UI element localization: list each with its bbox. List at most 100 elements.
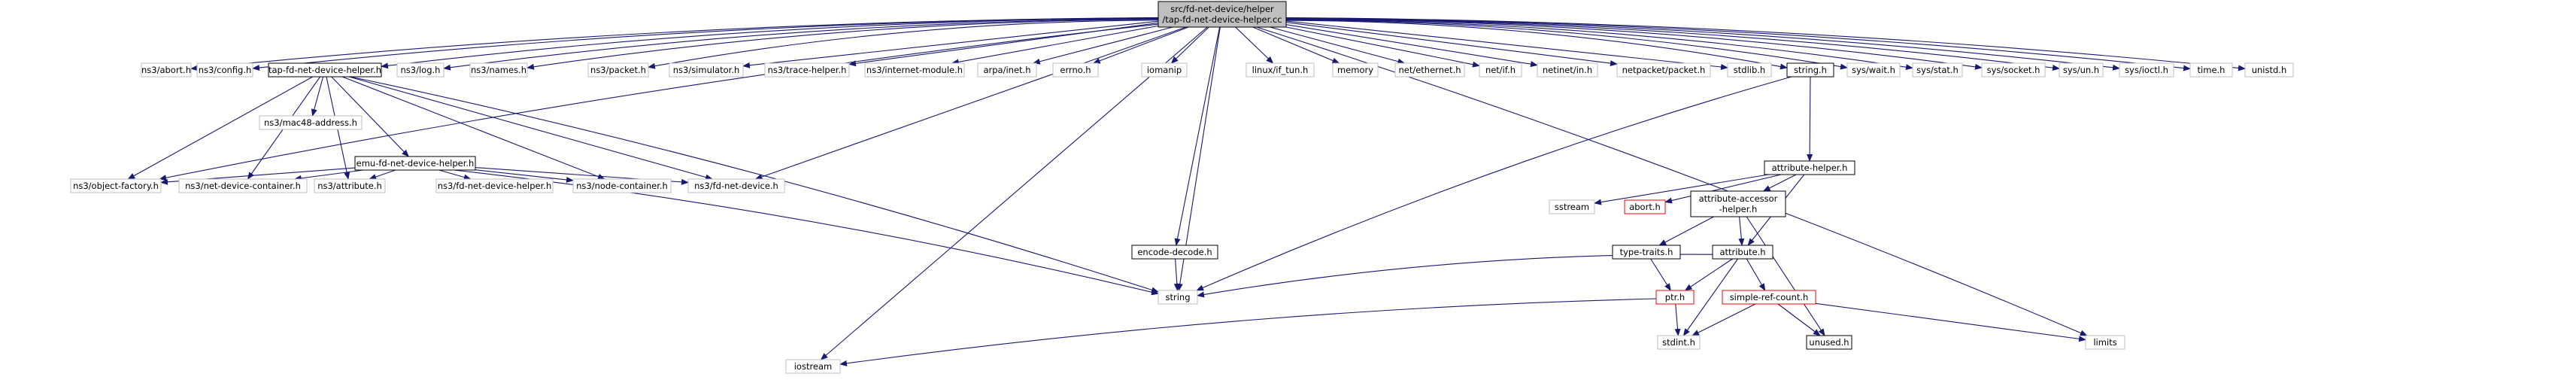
node-abort-h[interactable]: abort.h (1624, 199, 1666, 214)
node-ns3-object-factory: ns3/object-factory.h (70, 178, 162, 193)
node-stdint: stdint.h (1657, 335, 1701, 350)
node-iostream: iostream (785, 359, 841, 374)
node-attribute-helper[interactable]: attribute-helper.h (1764, 160, 1855, 175)
node-label: arpa/inet.h (983, 65, 1030, 75)
node-sys-ioctl: sys/ioctl.h (2119, 62, 2174, 77)
node-ns3-node-container: ns3/node-container.h (572, 178, 672, 193)
node-arpa-inet: arpa/inet.h (977, 62, 1037, 77)
node-label: /tap-fd-net-device-helper.cc (1162, 14, 1282, 25)
node-label: net/ethernet.h (1398, 65, 1461, 75)
node-label: stdlib.h (1734, 65, 1765, 75)
node-type-traits[interactable]: type-traits.h (1612, 245, 1681, 260)
node-label: stdint.h (1662, 337, 1695, 348)
node-root[interactable]: src/fd-net-device/helper/tap-fd-net-devi… (1158, 1, 1287, 28)
node-emu-helper[interactable]: emu-fd-net-device-helper.h (354, 156, 476, 171)
edge-tap_helper-to-ns3_node_container (341, 76, 605, 180)
node-ns3-abort: ns3/abort.h (141, 62, 192, 77)
node-label: errno.h (1060, 65, 1091, 75)
edge-tap_helper-to-emu_helper (331, 76, 409, 157)
edge-tap_helper-to-string (350, 76, 1159, 293)
edge-root-to-linux_if_tun (1235, 26, 1274, 64)
node-label: ns3/simulator.h (673, 65, 740, 75)
node-label: string.h (1794, 65, 1827, 75)
edge-simple_ref_count-to-limits (1815, 302, 2086, 342)
edge-attribute_h-to-simple_ref_count (1746, 258, 1766, 291)
edge-emu_helper-to-ns3_attribute (369, 169, 396, 180)
node-label: ns3/log.h (401, 65, 441, 75)
edge-tap_helper-to-ns3_mac48 (311, 76, 324, 117)
node-ns3-mac48: ns3/mac48-address.h (259, 115, 363, 130)
edge-emu_helper-to-ns3_net_device_container (293, 169, 364, 181)
node-netpacket-packet: netpacket/packet.h (1616, 62, 1711, 77)
edge-root-to-sys_socket (1285, 18, 1983, 70)
node-label: linux/if_tun.h (1252, 65, 1309, 75)
node-tap-helper[interactable]: tap-fd-net-device-helper.h (268, 62, 382, 77)
edge-root-to-unistd (1285, 17, 2246, 71)
edge-attribute_accessor_helper-to-unused (1746, 216, 1825, 336)
node-ns3-simulator: ns3/simulator.h (669, 62, 744, 77)
node-encode-decode[interactable]: encode-decode.h (1131, 245, 1218, 260)
node-label: sys/socket.h (1987, 65, 2040, 75)
node-label: sys/wait.h (1852, 65, 1895, 75)
node-label: ns3/attribute.h (317, 181, 382, 191)
node-ns3-trace-helper: ns3/trace-helper.h (764, 62, 850, 77)
edge-root-to-iomanip (1170, 26, 1209, 64)
node-label: abort.h (1629, 202, 1661, 212)
node-ptr[interactable]: ptr.h (1655, 290, 1695, 305)
node-sys-wait: sys/wait.h (1846, 62, 1901, 77)
edge-emu_helper-to-ns3_fd_helper (438, 169, 472, 181)
node-label: limits (2093, 337, 2116, 348)
node-label: ptr.h (1665, 292, 1685, 302)
node-ns3-fd-device: ns3/fd-net-device.h (687, 178, 785, 193)
edge-emu_helper-to-ns3_node_container (475, 169, 574, 183)
node-simple-ref-count[interactable]: simple-ref-count.h (1722, 290, 1816, 305)
node-attribute-h[interactable]: attribute.h (1712, 245, 1773, 260)
node-label: netinet/in.h (1543, 65, 1592, 75)
edge-attribute_h-to-stdint (1682, 258, 1739, 336)
node-net-ethernet: net/ethernet.h (1394, 62, 1465, 77)
edge-root-to-ns3_config (252, 17, 1159, 71)
node-label: ns3/node-container.h (576, 181, 668, 191)
edge-ptr-to-iostream (839, 298, 1657, 366)
edge-root-to-stdlib (1285, 20, 1728, 70)
node-stdlib: stdlib.h (1727, 62, 1772, 77)
node-netinet-in: netinet/in.h (1537, 62, 1598, 77)
node-string-h[interactable]: string.h (1786, 62, 1834, 77)
node-label: src/fd-net-device/helper (1170, 4, 1274, 14)
edge-root-to-ns3_names (526, 18, 1159, 70)
edge-tap_helper-to-ns3_object_factory (127, 76, 314, 180)
node-iomanip: iomanip (1141, 62, 1188, 77)
node-label: sys/stat.h (1916, 65, 1959, 75)
edge-attribute_h-to-ptr (1684, 258, 1733, 291)
edge-root-to-net_if (1285, 26, 1480, 68)
node-label: sys/ioctl.h (2125, 65, 2168, 75)
edge-root-to-ns3_log (443, 18, 1159, 71)
node-label: ns3/fd-net-device-helper.h (438, 181, 551, 191)
edge-attribute_h-to-string (1197, 254, 1713, 298)
node-label: iomanip (1147, 65, 1182, 75)
node-net-if: net/if.h (1479, 62, 1522, 77)
edge-root-to-sys_un (1285, 17, 2060, 71)
edge-root-to-sys_stat (1285, 19, 1913, 71)
edge-root-to-netinet_in (1285, 24, 1538, 68)
edge-root-to-ns3_abort (190, 17, 1159, 71)
node-sys-un: sys/un.h (2059, 62, 2104, 77)
edge-root-to-ns3_internet_module (951, 25, 1159, 65)
node-label: ns3/names.h (471, 65, 526, 75)
node-label: string (1165, 292, 1190, 302)
node-ns3-names: ns3/names.h (469, 62, 528, 77)
edge-root-to-encode_decode (1174, 26, 1221, 246)
node-label: type-traits.h (1620, 247, 1673, 257)
node-label: ns3/abort.h (141, 65, 191, 75)
node-label: ns3/config.h (199, 65, 252, 75)
edge-encode_decode-to-string (1173, 258, 1180, 291)
node-attribute-accessor-helper[interactable]: attribute-accessor-helper.h (1690, 190, 1786, 217)
edge-root-to-ns3_fd_device (754, 26, 1187, 180)
edge-root-to-net_ethernet (1270, 26, 1406, 65)
node-label: netpacket/packet.h (1622, 65, 1706, 75)
node-ns3-attribute: ns3/attribute.h (314, 178, 386, 193)
edge-root-to-limits (1256, 26, 2088, 336)
node-unused[interactable]: unused.h (1806, 335, 1852, 350)
node-ns3-net-device-container: ns3/net-device-container.h (178, 178, 308, 193)
node-label: attribute.h (1719, 247, 1765, 257)
